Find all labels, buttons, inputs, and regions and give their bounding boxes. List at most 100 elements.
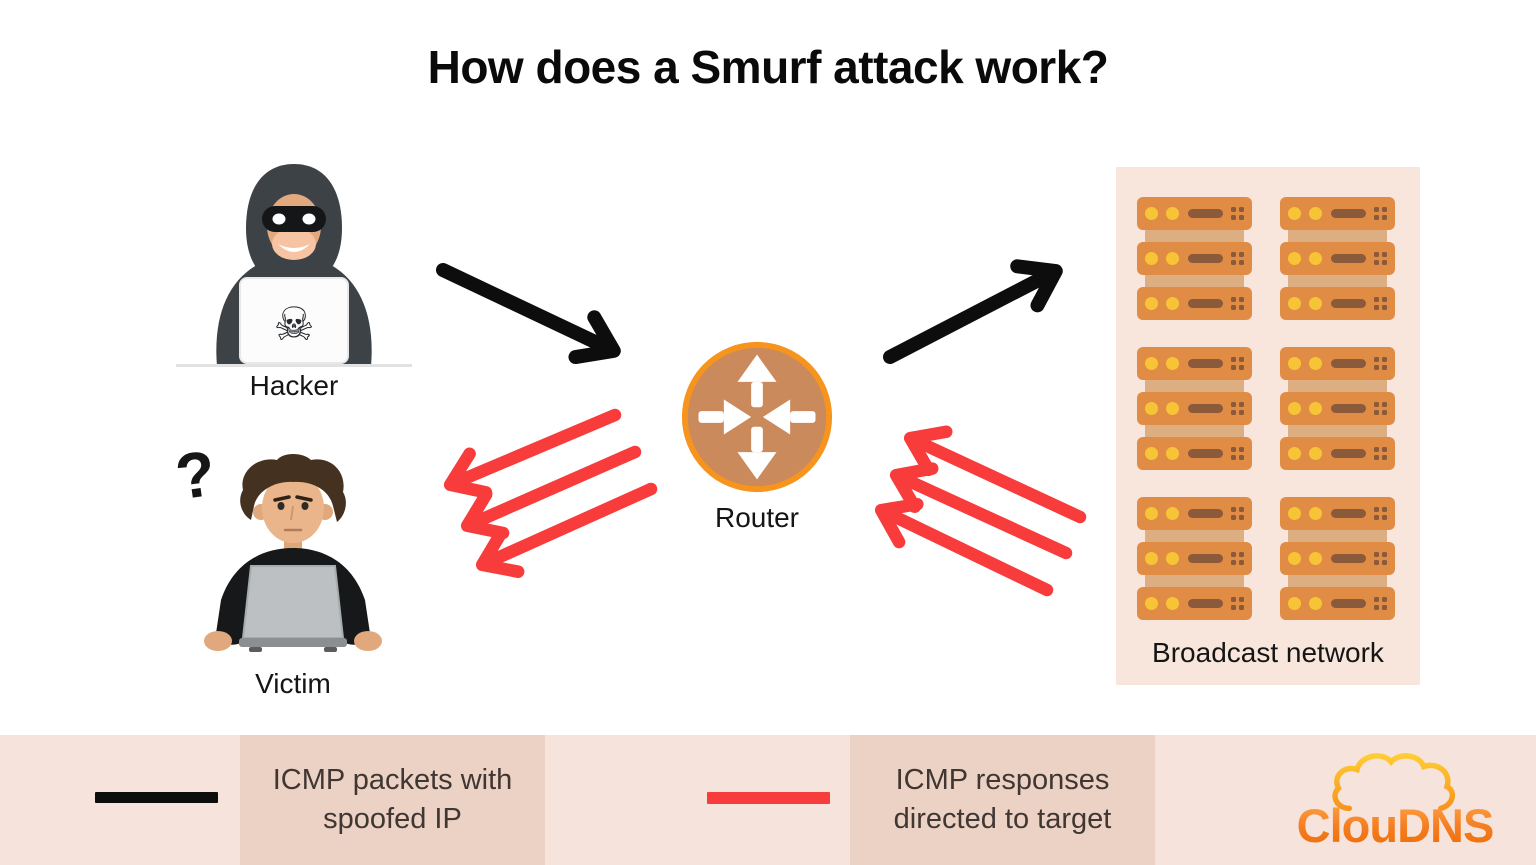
- port-dot: [1382, 552, 1387, 557]
- port-dot: [1239, 507, 1244, 512]
- server-rack-connector: [1145, 575, 1244, 587]
- port-dots-icon: [1231, 357, 1244, 370]
- server-stack: [1137, 497, 1252, 620]
- drive-slot-icon: [1188, 209, 1223, 218]
- server-unit: [1280, 497, 1395, 530]
- drive-slot-icon: [1188, 599, 1223, 608]
- server-unit: [1280, 287, 1395, 320]
- drive-slot-icon: [1331, 509, 1366, 518]
- port-dots-icon: [1374, 297, 1387, 310]
- led-indicator-icon: [1166, 252, 1179, 265]
- port-dot: [1239, 455, 1244, 460]
- led-indicator-icon: [1145, 552, 1158, 565]
- mask-icon: [262, 206, 326, 232]
- led-indicator-icon: [1309, 552, 1322, 565]
- port-dot: [1382, 207, 1387, 212]
- led-indicator-icon: [1166, 357, 1179, 370]
- port-dot: [1239, 215, 1244, 220]
- port-dot: [1231, 402, 1236, 407]
- port-dots-icon: [1231, 552, 1244, 565]
- server-stack: [1280, 497, 1395, 620]
- port-dot: [1231, 260, 1236, 265]
- port-dot: [1382, 297, 1387, 302]
- led-indicator-icon: [1309, 207, 1322, 220]
- port-dot: [1374, 215, 1379, 220]
- router-icon: [681, 341, 833, 493]
- led-indicator-icon: [1288, 297, 1301, 310]
- led-indicator-icon: [1166, 297, 1179, 310]
- server-unit: [1280, 197, 1395, 230]
- drive-slot-icon: [1188, 359, 1223, 368]
- drive-slot-icon: [1188, 554, 1223, 563]
- led-indicator-icon: [1309, 597, 1322, 610]
- port-dot: [1231, 357, 1236, 362]
- server-unit: [1137, 242, 1252, 275]
- led-indicator-icon: [1145, 402, 1158, 415]
- broadcast-network-panel: Broadcast network: [1116, 167, 1420, 685]
- led-indicator-icon: [1309, 357, 1322, 370]
- port-dot: [1382, 515, 1387, 520]
- port-dots-icon: [1374, 402, 1387, 415]
- port-dot: [1382, 447, 1387, 452]
- led-indicator-icon: [1309, 507, 1322, 520]
- port-dot: [1374, 552, 1379, 557]
- led-indicator-icon: [1145, 447, 1158, 460]
- port-dot: [1374, 260, 1379, 265]
- laptop-icon: [241, 565, 345, 639]
- server-rack-connector: [1288, 425, 1387, 437]
- port-dot: [1231, 207, 1236, 212]
- table-edge: [176, 364, 412, 367]
- server-unit: [1280, 587, 1395, 620]
- drive-slot-icon: [1331, 254, 1366, 263]
- led-indicator-icon: [1145, 357, 1158, 370]
- port-dot: [1374, 305, 1379, 310]
- port-dots-icon: [1374, 597, 1387, 610]
- red-line-swatch: [707, 792, 830, 804]
- server-rack-connector: [1288, 575, 1387, 587]
- port-dot: [1374, 365, 1379, 370]
- server-unit: [1137, 392, 1252, 425]
- hair: [240, 454, 346, 522]
- port-dot: [1374, 507, 1379, 512]
- port-dot: [1374, 447, 1379, 452]
- port-dots-icon: [1231, 597, 1244, 610]
- server-unit: [1137, 497, 1252, 530]
- legend-icmp-responses: ICMP responses directed to target: [850, 735, 1155, 865]
- port-dot: [1239, 552, 1244, 557]
- led-indicator-icon: [1166, 402, 1179, 415]
- port-dot: [1374, 357, 1379, 362]
- drive-slot-icon: [1331, 404, 1366, 413]
- port-dot: [1382, 357, 1387, 362]
- broadcast-network-label: Broadcast network: [1152, 637, 1384, 668]
- port-dot: [1239, 605, 1244, 610]
- led-indicator-icon: [1309, 402, 1322, 415]
- port-dots-icon: [1374, 552, 1387, 565]
- arrows-broadcast-to-router: [874, 425, 1087, 597]
- server-unit: [1280, 347, 1395, 380]
- port-dot: [1374, 597, 1379, 602]
- legend-text-line: ICMP responses: [895, 764, 1110, 796]
- port-dot: [1231, 297, 1236, 302]
- port-dot: [1239, 597, 1244, 602]
- port-dot: [1382, 560, 1387, 565]
- page-title: How does a Smurf attack work?: [427, 41, 1109, 93]
- port-dot: [1231, 507, 1236, 512]
- port-dot: [1239, 560, 1244, 565]
- server-unit: [1137, 587, 1252, 620]
- port-dots-icon: [1231, 402, 1244, 415]
- port-dot: [1382, 305, 1387, 310]
- led-indicator-icon: [1288, 447, 1301, 460]
- drive-slot-icon: [1188, 299, 1223, 308]
- arrows-router-to-victim: [443, 408, 658, 578]
- port-dots-icon: [1231, 252, 1244, 265]
- drive-slot-icon: [1188, 404, 1223, 413]
- port-dot: [1382, 410, 1387, 415]
- legend-text-line: ICMP packets with: [272, 764, 513, 796]
- arrow-router-to-broadcast: [883, 259, 1063, 364]
- port-dot: [1374, 410, 1379, 415]
- led-indicator-icon: [1145, 597, 1158, 610]
- port-dot: [1231, 515, 1236, 520]
- led-indicator-icon: [1145, 297, 1158, 310]
- led-indicator-icon: [1166, 207, 1179, 220]
- led-indicator-icon: [1145, 507, 1158, 520]
